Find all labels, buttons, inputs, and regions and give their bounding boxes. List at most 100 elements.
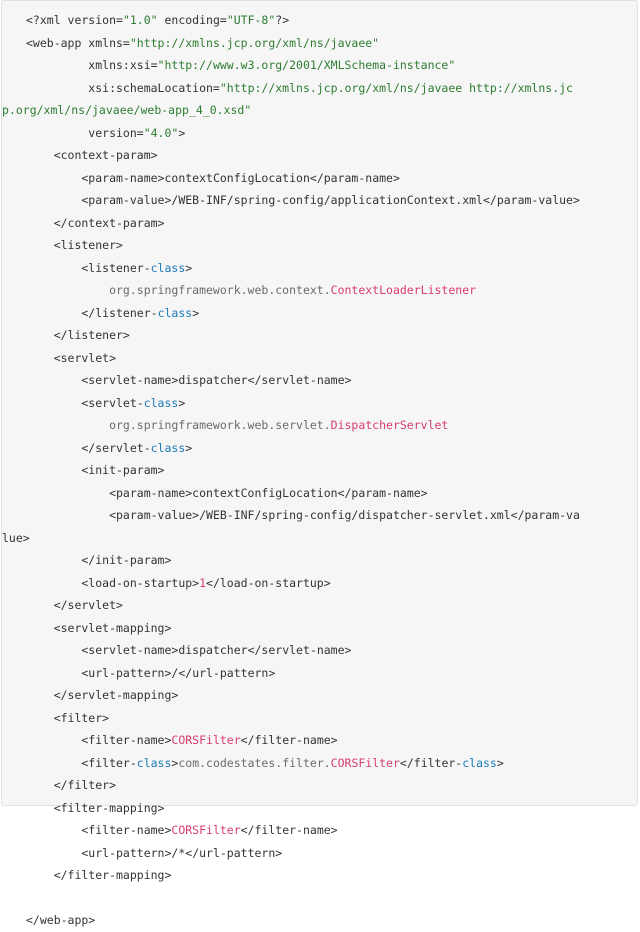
code-token: xsi:schemaLocation= — [26, 80, 220, 95]
code-token: "http://xmlns.jcp.org/xml/ns/javaee" — [129, 35, 380, 50]
code-token: </web-app> — [26, 913, 96, 927]
code-line: org.springframework.web.servlet.Dispatch… — [26, 414, 637, 437]
code-token: </param-va — [510, 508, 580, 522]
code-token: </init-param> — [26, 553, 172, 567]
code-token: </param-value> — [482, 193, 580, 207]
code-line: version="4.0"> — [26, 122, 637, 145]
code-token: </servlet-name> — [247, 373, 352, 387]
code-token: </listener> — [26, 328, 130, 342]
code-token: </context-param> — [26, 215, 165, 230]
code-token: <filter-name> — [26, 733, 172, 747]
code-token: class — [157, 305, 193, 320]
code-token: > — [185, 440, 193, 455]
code-token: <?xml version= — [26, 13, 123, 27]
code-token: ?> — [275, 13, 290, 27]
code-line: <param-name>contextConfigLocation</param… — [26, 167, 637, 190]
code-token: CORSFilter — [171, 823, 241, 837]
code-token: </filter> — [26, 778, 117, 792]
code-line: <filter> — [26, 707, 637, 730]
code-lines: <?xml version="1.0" encoding="UTF-8"?><w… — [2, 9, 637, 932]
code-token: </servlet> — [26, 598, 123, 612]
code-line: <param-value>/WEB-INF/spring-config/appl… — [26, 189, 637, 212]
code-token: <filter- — [26, 755, 137, 770]
code-token: </filter-mapping> — [26, 868, 172, 882]
code-token: </servlet-mapping> — [26, 688, 179, 702]
code-token: <url-pattern> — [26, 845, 172, 860]
code-line — [26, 887, 637, 910]
code-line: org.springframework.web.context.ContextL… — [26, 279, 637, 302]
code-line: <param-value>/WEB-INF/spring-config/disp… — [26, 504, 637, 527]
code-token: </servlet-name> — [247, 643, 352, 657]
code-token: </filter-name> — [240, 733, 338, 747]
code-token: dispatcher — [178, 643, 248, 657]
code-token: </url-pattern> — [178, 665, 276, 680]
code-token: "UTF-8" — [226, 13, 276, 27]
code-token: </load-on-startup> — [206, 575, 331, 590]
code-line: <listener> — [26, 234, 637, 257]
code-token: </filter-name> — [240, 823, 338, 837]
code-line: xsi:schemaLocation="http://xmlns.jcp.org… — [26, 77, 637, 100]
code-token: </param-name> — [337, 485, 428, 500]
code-line: <servlet> — [26, 347, 637, 370]
code-token: org.springframework.web.context. — [26, 283, 331, 297]
code-line: xmlns:xsi="http://www.w3.org/2001/XMLSch… — [26, 54, 637, 77]
code-token: "http://xmlns.jcp.org/xml/ns/javaee http… — [219, 80, 573, 95]
code-line: <filter-name>CORSFilter</filter-name> — [26, 729, 637, 752]
code-token: class — [462, 755, 497, 770]
code-token: xmlns:xsi= — [26, 58, 158, 72]
code-line: <filter-name>CORSFilter</filter-name> — [26, 819, 637, 842]
code-line: <context-param> — [26, 144, 637, 167]
code-token: ContextLoaderListener — [330, 283, 477, 297]
code-line: </listener> — [26, 324, 637, 347]
code-token: DispatcherServlet — [330, 418, 449, 432]
code-token: class — [143, 395, 179, 410]
code-token: <servlet-name> — [26, 643, 179, 657]
code-line: p.org/xml/ns/javaee/web-app_4_0.xsd" — [2, 99, 637, 122]
code-token: /WEB-INF/spring-config/applicationContex… — [171, 193, 483, 207]
code-token: <filter-name> — [26, 823, 172, 837]
code-line: </filter-mapping> — [26, 864, 637, 887]
code-line: <servlet-name>dispatcher</servlet-name> — [26, 639, 637, 662]
code-token: <init-param> — [26, 463, 165, 477]
code-line: </servlet> — [26, 594, 637, 617]
code-line: <servlet-name>dispatcher</servlet-name> — [26, 369, 637, 392]
code-line: <listener-class> — [26, 257, 637, 280]
code-line: <load-on-startup>1</load-on-startup> — [26, 572, 637, 595]
code-token: <url-pattern> — [26, 665, 172, 680]
code-token: </filter- — [399, 755, 463, 770]
code-token: > — [192, 305, 200, 320]
code-line: <?xml version="1.0" encoding="UTF-8"?> — [26, 9, 637, 32]
code-token: <servlet- — [26, 395, 144, 410]
code-token: contextConfigLocation — [192, 485, 338, 500]
code-token: p.org/xml/ns/javaee/web-app_4_0.xsd" — [2, 103, 252, 117]
code-token: 1 — [199, 575, 207, 590]
code-token: version= — [26, 125, 144, 140]
code-line: <filter-mapping> — [26, 797, 637, 820]
code-token: <listener> — [26, 238, 123, 252]
code-token: </listener- — [26, 305, 158, 320]
code-line: <param-name>contextConfigLocation</param… — [26, 482, 637, 505]
code-line: </context-param> — [26, 212, 637, 235]
code-line: <url-pattern>/</url-pattern> — [26, 662, 637, 685]
code-token: contextConfigLocation — [164, 170, 310, 185]
code-token: class — [150, 260, 186, 275]
code-token: <filter> — [26, 710, 110, 725]
code-line: <url-pattern>/*</url-pattern> — [26, 842, 637, 865]
code-token: <param-value> — [26, 193, 172, 207]
code-line: <filter-class>com.codestates.filter.CORS… — [26, 752, 637, 775]
code-line: </filter> — [26, 774, 637, 797]
code-line: <servlet-class> — [26, 392, 637, 415]
code-token: > — [185, 260, 193, 275]
code-token: <param-name> — [26, 170, 165, 185]
code-token: "4.0" — [143, 125, 179, 140]
code-token: <param-value> — [26, 508, 200, 522]
code-token: <servlet> — [26, 350, 117, 365]
code-line: <servlet-mapping> — [26, 617, 637, 640]
code-line: </init-param> — [26, 549, 637, 572]
code-token: / — [171, 665, 179, 680]
code-token: > — [178, 125, 186, 140]
code-token: <load-on-startup> — [26, 575, 200, 590]
code-line: <init-param> — [26, 459, 637, 482]
code-token: </servlet- — [26, 440, 151, 455]
